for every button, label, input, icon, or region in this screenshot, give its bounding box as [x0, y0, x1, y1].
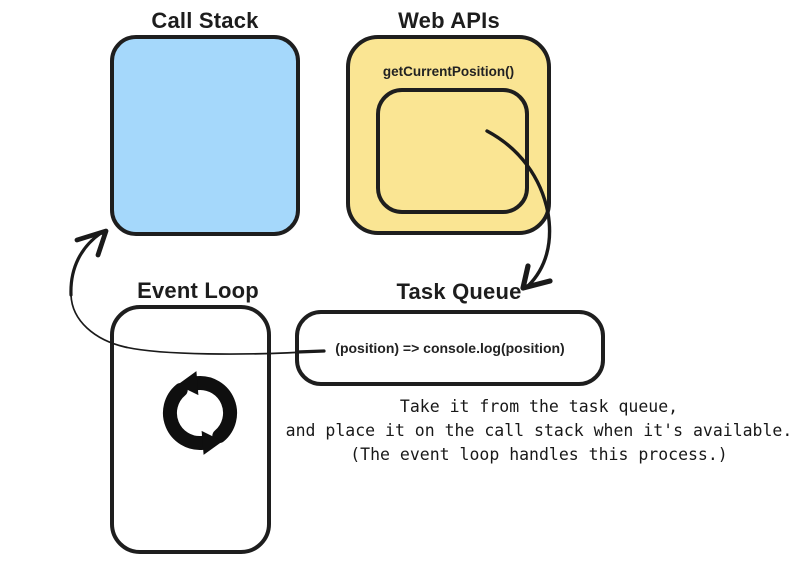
caption-line-3: (The event loop handles this process.) — [350, 445, 728, 464]
task-queue-box: (position) => console.log(position) — [295, 310, 605, 386]
event-loop-box — [110, 305, 271, 554]
web-apis-title: Web APIs — [398, 8, 500, 33]
arrowhead-up-icon — [74, 228, 109, 258]
web-api-task-label: getCurrentPosition() — [382, 64, 515, 79]
caption-text: Take it from the task queue, and place i… — [284, 395, 792, 467]
web-apis-box: getCurrentPosition() — [346, 35, 551, 235]
caption-line-2: and place it on the call stack when it's… — [285, 421, 792, 440]
caption-line-1: Take it from the task queue, — [399, 397, 679, 416]
task-queue-title: Task Queue — [396, 279, 522, 304]
web-apis-inner-box — [376, 88, 529, 214]
call-stack-title: Call Stack — [151, 8, 259, 33]
call-stack-box — [110, 35, 300, 236]
task-queue-callback-label: (position) => console.log(position) — [335, 340, 565, 356]
event-loop-title: Event Loop — [137, 278, 259, 303]
